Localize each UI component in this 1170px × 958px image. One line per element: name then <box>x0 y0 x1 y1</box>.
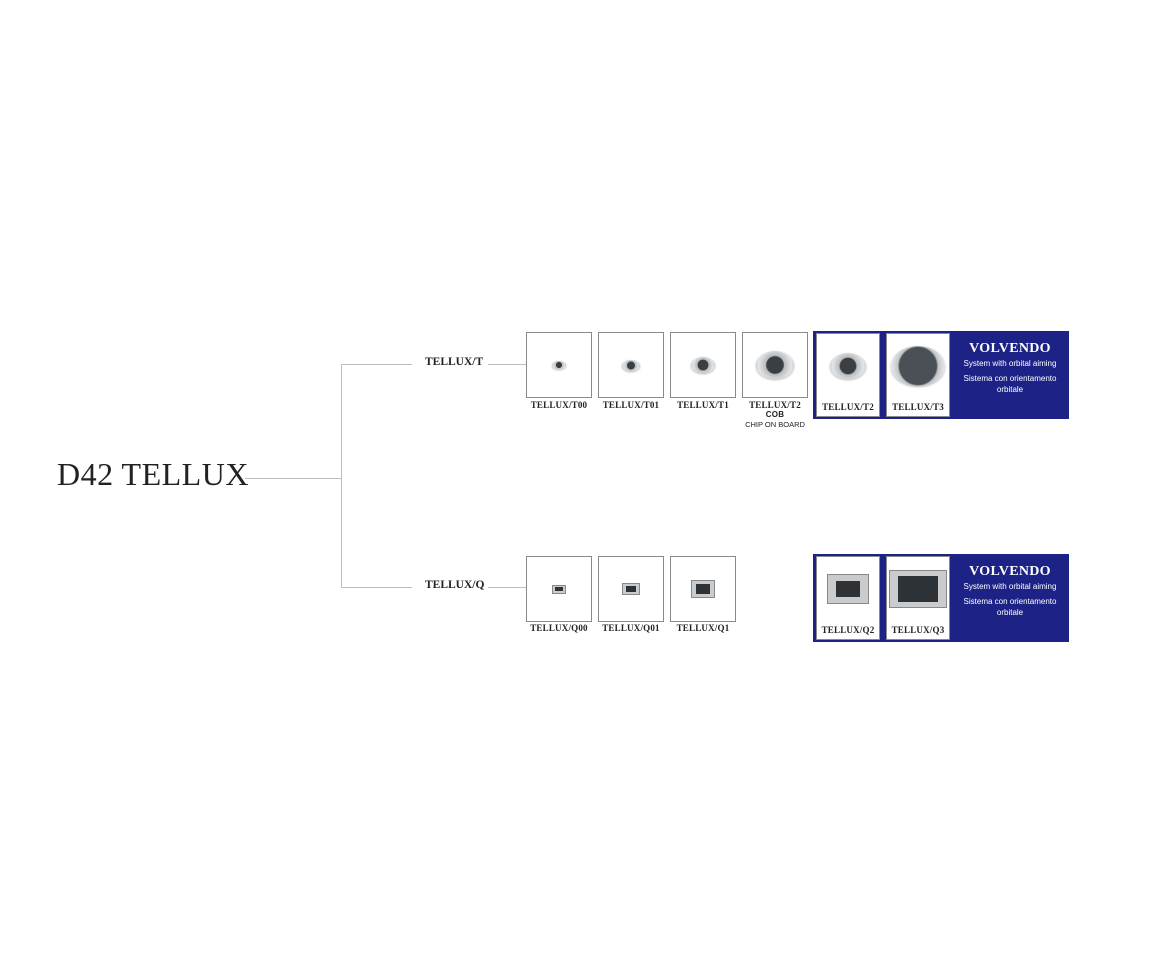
product-card-t3[interactable]: TELLUX/T3 <box>886 333 950 417</box>
cob-note: CHIP ON BOARD <box>745 420 805 429</box>
product-label: TELLUX/T2 <box>822 402 874 412</box>
product-card-t2-volvendo[interactable]: TELLUX/T2 <box>816 333 880 417</box>
product-card-q2[interactable]: TELLUX/Q2 <box>816 556 880 640</box>
product-label: TELLUX/Q01 <box>602 623 660 633</box>
diagram-title: D42 TELLUX <box>57 456 249 492</box>
product-label: TELLUX/Q1 <box>676 623 730 633</box>
connector-line <box>488 364 526 365</box>
product-card-q3[interactable]: TELLUX/Q3 <box>886 556 950 640</box>
volvendo-heading: VOLVENDO <box>969 341 1051 356</box>
product-label: TELLUX/T3 <box>892 402 944 412</box>
product-image-q00[interactable] <box>526 556 592 622</box>
volvendo-heading: VOLVENDO <box>969 564 1051 579</box>
volvendo-it: Sistema con orientamento orbitale <box>963 374 1057 394</box>
product-label: TELLUX/T2 <box>749 400 801 410</box>
connector-line <box>341 587 412 588</box>
branch-label-q: TELLUX/Q <box>425 579 485 591</box>
volvendo-it: Sistema con orientamento orbitale <box>963 597 1057 617</box>
volvendo-panel-q: TELLUX/Q2 TELLUX/Q3 VOLVENDO System with… <box>813 554 1069 642</box>
connector-line <box>488 587 526 588</box>
product-image-t2-cob[interactable] <box>742 332 808 398</box>
product-image-q1[interactable] <box>670 556 736 622</box>
product-image-q01[interactable] <box>598 556 664 622</box>
product-image-t1[interactable] <box>670 332 736 398</box>
product-label: TELLUX/T01 <box>602 400 660 410</box>
branch-label-t: TELLUX/T <box>425 356 484 368</box>
cob-badge: COB <box>765 410 785 419</box>
volvendo-en: System with orbital aiming <box>963 359 1057 368</box>
volvendo-en: System with orbital aiming <box>963 582 1057 591</box>
product-label: TELLUX/Q3 <box>891 625 945 635</box>
product-label: TELLUX/Q00 <box>530 623 588 633</box>
product-image-t00[interactable] <box>526 332 592 398</box>
connector-line <box>341 364 412 365</box>
volvendo-text: VOLVENDO System with orbital aiming Sist… <box>951 564 1069 618</box>
product-image-t01[interactable] <box>598 332 664 398</box>
connector-line <box>245 478 341 479</box>
product-label: TELLUX/T1 <box>677 400 729 410</box>
volvendo-text: VOLVENDO System with orbital aiming Sist… <box>951 341 1069 395</box>
volvendo-panel-t: TELLUX/T2 TELLUX/T3 VOLVENDO System with… <box>813 331 1069 419</box>
product-label: TELLUX/T00 <box>530 400 588 410</box>
connector-line <box>341 364 342 587</box>
product-label: TELLUX/Q2 <box>821 625 875 635</box>
